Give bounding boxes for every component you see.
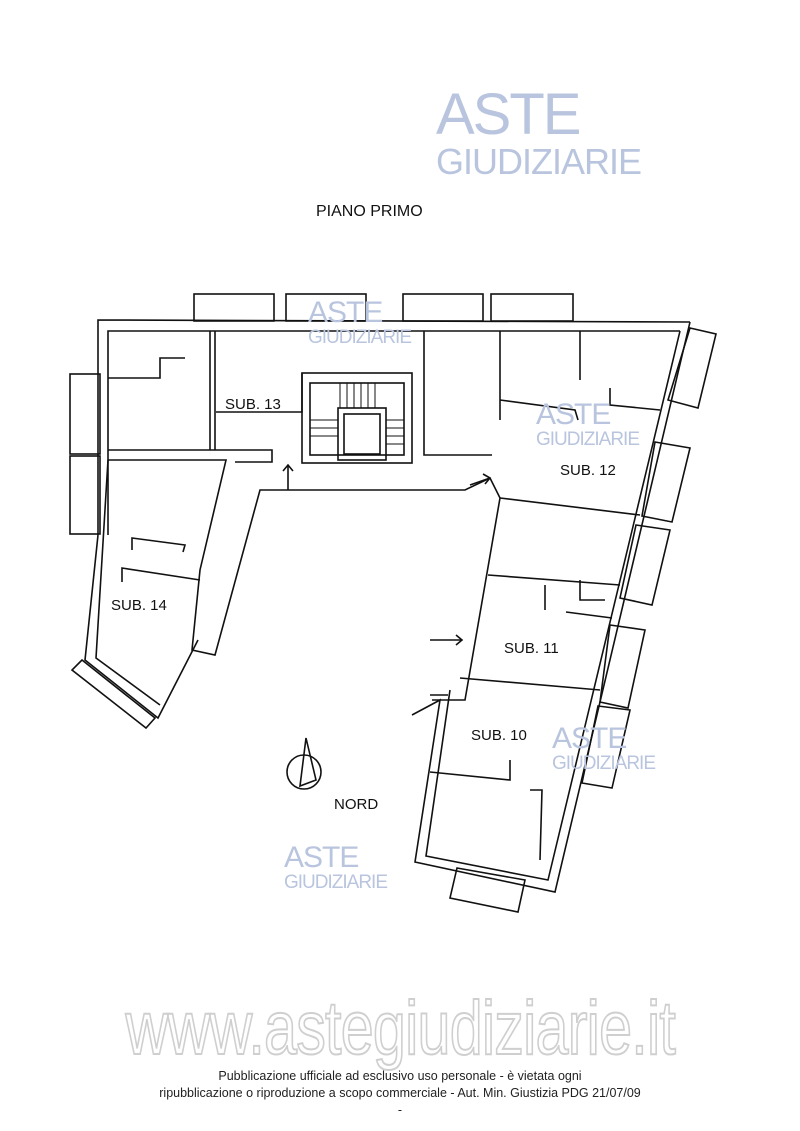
balcony — [69, 455, 101, 535]
watermark-line-2: GIUDIZIARIE — [436, 141, 642, 182]
website-watermark: www.astegiudiziarie.it — [0, 985, 800, 1072]
plan-title: PIANO PRIMO — [316, 203, 423, 220]
inner-wall — [235, 460, 273, 463]
footer-line-1: Pubblicazione ufficiale ad esclusivo uso… — [218, 1069, 582, 1083]
inner-wall — [432, 477, 501, 701]
watermark-line-2: GIUDIZIARIE — [552, 753, 656, 774]
balcony — [70, 658, 157, 730]
watermark-line-2: GIUDIZIARIE — [536, 429, 640, 450]
footer-line-3: - — [397, 1103, 403, 1117]
watermark-line-1: ASTE — [308, 296, 383, 329]
watermark-line-1: ASTE — [436, 82, 582, 147]
balcony — [581, 705, 631, 789]
balcony — [490, 293, 574, 322]
unit-label: SUB. 14 — [111, 597, 167, 614]
inner-wall — [95, 459, 161, 706]
unit-label: SUB. 10 — [471, 727, 527, 744]
unit-label: SUB. 12 — [560, 462, 616, 479]
watermark-logo: ASTE GIUDIZIARIE — [284, 841, 388, 893]
outer-wall — [97, 319, 691, 535]
balcony — [599, 624, 646, 709]
unit-label: SUB. 13 — [225, 396, 281, 413]
watermark-logo: ASTE GIUDIZIARIE — [308, 296, 412, 348]
watermark-line-2: GIUDIZIARIE — [284, 872, 388, 893]
compass-needle-icon — [299, 737, 317, 788]
compass-label: NORD — [334, 796, 379, 813]
inner-wall — [108, 459, 491, 656]
balcony — [69, 373, 101, 455]
balcony — [402, 293, 484, 322]
unit-label: SUB. 11 — [504, 640, 559, 657]
footer-line-2: ripubblicazione o riproduzione a scopo c… — [159, 1086, 641, 1100]
balcony — [449, 867, 526, 913]
staircase — [301, 372, 413, 464]
watermark-line-1: ASTE — [536, 398, 611, 431]
outer-wall — [84, 534, 199, 720]
watermark-logo: ASTE GIUDIZIARIE — [536, 398, 640, 450]
balcony — [619, 524, 671, 606]
watermark-logo: ASTE GIUDIZIARIE — [436, 82, 642, 182]
watermark-logo: ASTE GIUDIZIARIE — [552, 722, 656, 774]
watermark-line-1: ASTE — [284, 841, 359, 874]
balcony — [666, 327, 717, 409]
website-url: www.astegiudiziarie.it — [124, 985, 676, 1072]
balcony — [193, 293, 275, 322]
watermark-line-1: ASTE — [552, 722, 627, 755]
balcony — [641, 441, 691, 523]
watermark-line-2: GIUDIZIARIE — [308, 327, 412, 348]
